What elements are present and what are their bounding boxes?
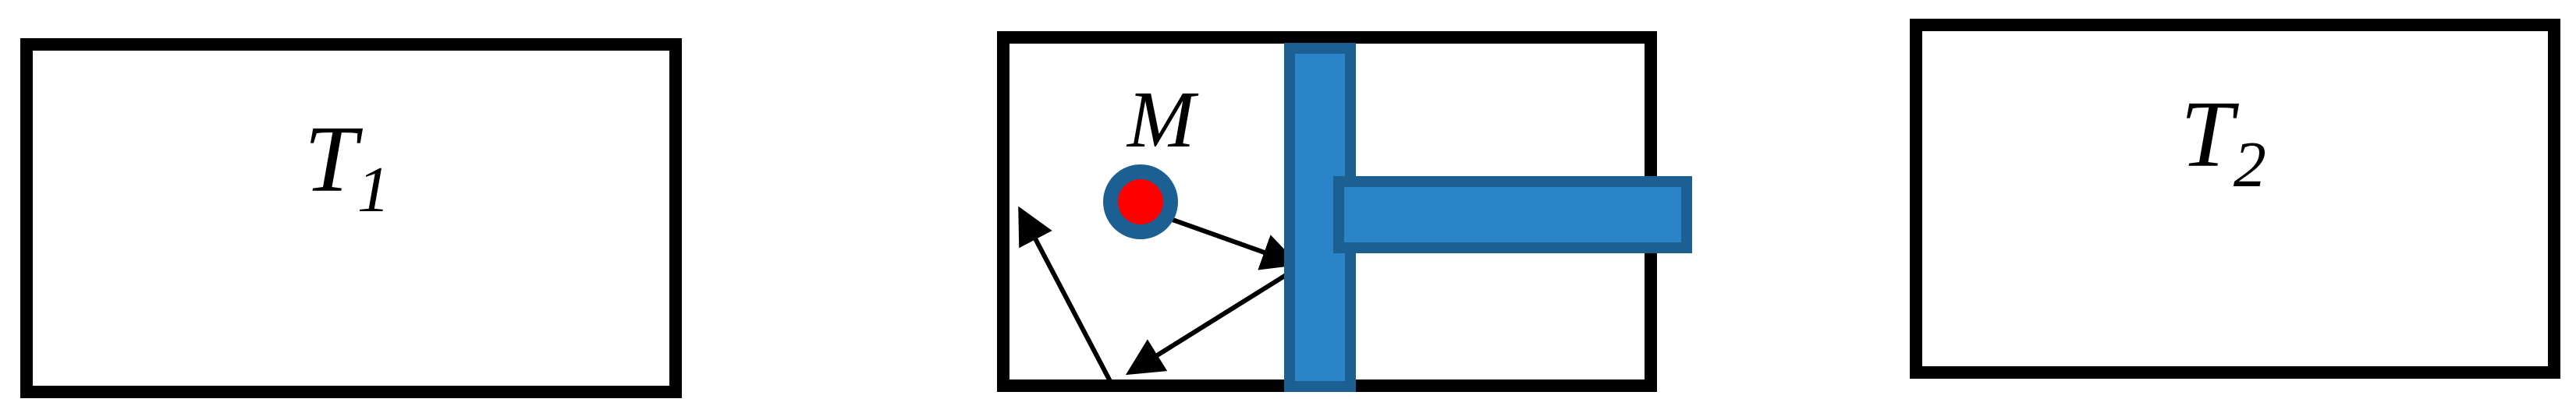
particle-core (1118, 179, 1163, 224)
horizontal-wall (1333, 176, 1692, 253)
trajectory-arrow-up-left (1018, 206, 1114, 386)
right-reservoir-box (1910, 19, 2560, 379)
left-reservoir-label-main: T (304, 107, 364, 212)
trajectory-arrow-to-wall (1151, 210, 1300, 270)
right-reservoir-label-sub: 2 (2234, 129, 2266, 201)
left-reservoir-label-sub: 1 (357, 154, 390, 226)
left-reservoir-box (20, 38, 682, 398)
right-reservoir-label-main: T (2180, 82, 2240, 187)
particle-label: M (1126, 75, 1199, 164)
trajectory-arrow-from-wall (1125, 272, 1289, 376)
right-reservoir-label: T2 (2180, 82, 2266, 201)
left-reservoir-label: T1 (304, 107, 390, 226)
